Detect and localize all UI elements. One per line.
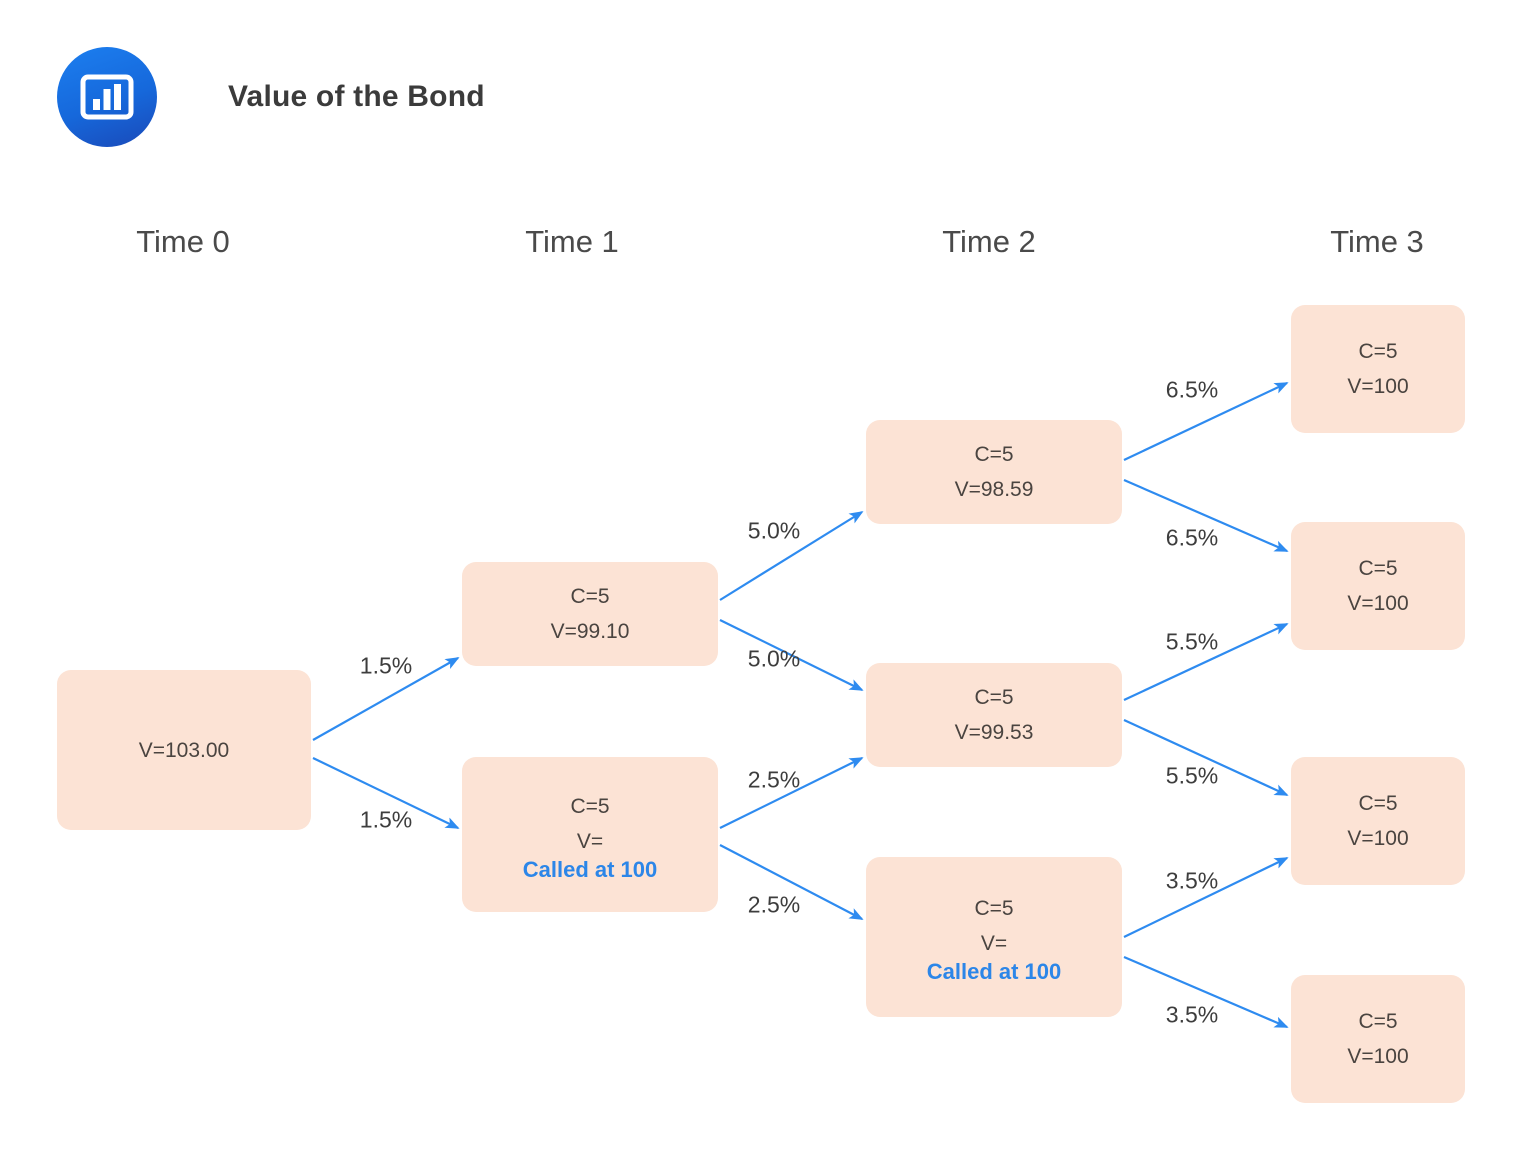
tree-node-t1u-line-0: C=5 xyxy=(570,585,610,608)
edge-rate-label-t2uu-to-t3b: 6.5% xyxy=(1165,524,1219,551)
header: Value of the Bond xyxy=(0,0,1536,190)
tree-node-t1d-line-1: V= xyxy=(576,829,604,853)
column-header-time-1: Time 1 xyxy=(525,224,619,259)
tree-node-t2ud-line-0: C=5 xyxy=(974,686,1014,709)
page-title: Value of the Bond xyxy=(228,80,485,113)
edge-rate-label-t1u-to-t2ud: 5.0% xyxy=(747,645,801,672)
tree-node-t2ud-line-1: V=99.53 xyxy=(954,721,1034,744)
tree-node-t3b-line-0: C=5 xyxy=(1358,557,1398,580)
edge-rate-label-t2dd-to-t3c: 3.5% xyxy=(1165,867,1219,894)
edge-rate-label-t0-to-t1u: 1.5% xyxy=(359,652,413,679)
edge-rate-label-t1u-to-t2uu: 5.0% xyxy=(747,517,801,544)
edge-rate-label-t2ud-to-t3c: 5.5% xyxy=(1165,762,1219,789)
tree-node-t1d-called-label: Called at 100 xyxy=(522,856,658,882)
edge-rate-label-t0-to-t1d: 1.5% xyxy=(359,806,413,833)
column-header-time-2: Time 2 xyxy=(942,224,1036,259)
bar-chart-icon xyxy=(57,47,157,147)
tree-node-t1d-line-0: C=5 xyxy=(570,794,610,818)
column-header-time-3: Time 3 xyxy=(1330,224,1424,259)
tree-node-t3a-line-0: C=5 xyxy=(1358,340,1398,363)
tree-node-t2uu-line-0: C=5 xyxy=(974,443,1014,466)
tree-node-t2dd-line-0: C=5 xyxy=(974,897,1014,920)
tree-node-t0-line-0: V=103.00 xyxy=(138,738,230,762)
edge-rate-label-t2ud-to-t3b: 5.5% xyxy=(1165,628,1219,655)
tree-node-t2dd-called-label: Called at 100 xyxy=(926,959,1062,984)
tree-node-t3a-line-1: V=100 xyxy=(1347,375,1409,398)
edge-rate-label-t1d-to-t2dd: 2.5% xyxy=(747,891,801,918)
tree-node-t3b-line-1: V=100 xyxy=(1347,592,1409,615)
tree-node-t3c-line-1: V=100 xyxy=(1347,827,1409,850)
edge-rate-label-t2dd-to-t3d: 3.5% xyxy=(1165,1001,1219,1028)
column-header-time-0: Time 0 xyxy=(136,224,230,259)
tree-node-t3d-line-0: C=5 xyxy=(1358,1010,1398,1033)
edge-rate-label-t1d-to-t2ud: 2.5% xyxy=(747,766,801,793)
tree-node-t2uu-line-1: V=98.59 xyxy=(954,478,1034,501)
tree-node-t3c-line-0: C=5 xyxy=(1358,792,1398,815)
tree-node-t2dd-line-1: V= xyxy=(980,932,1008,955)
tree-node-t1u-line-1: V=99.10 xyxy=(550,620,630,643)
edge-rate-label-t2uu-to-t3a: 6.5% xyxy=(1165,376,1219,403)
tree-node-t0: V=103.00 xyxy=(57,670,311,830)
tree-node-t3d-line-1: V=100 xyxy=(1347,1045,1409,1068)
